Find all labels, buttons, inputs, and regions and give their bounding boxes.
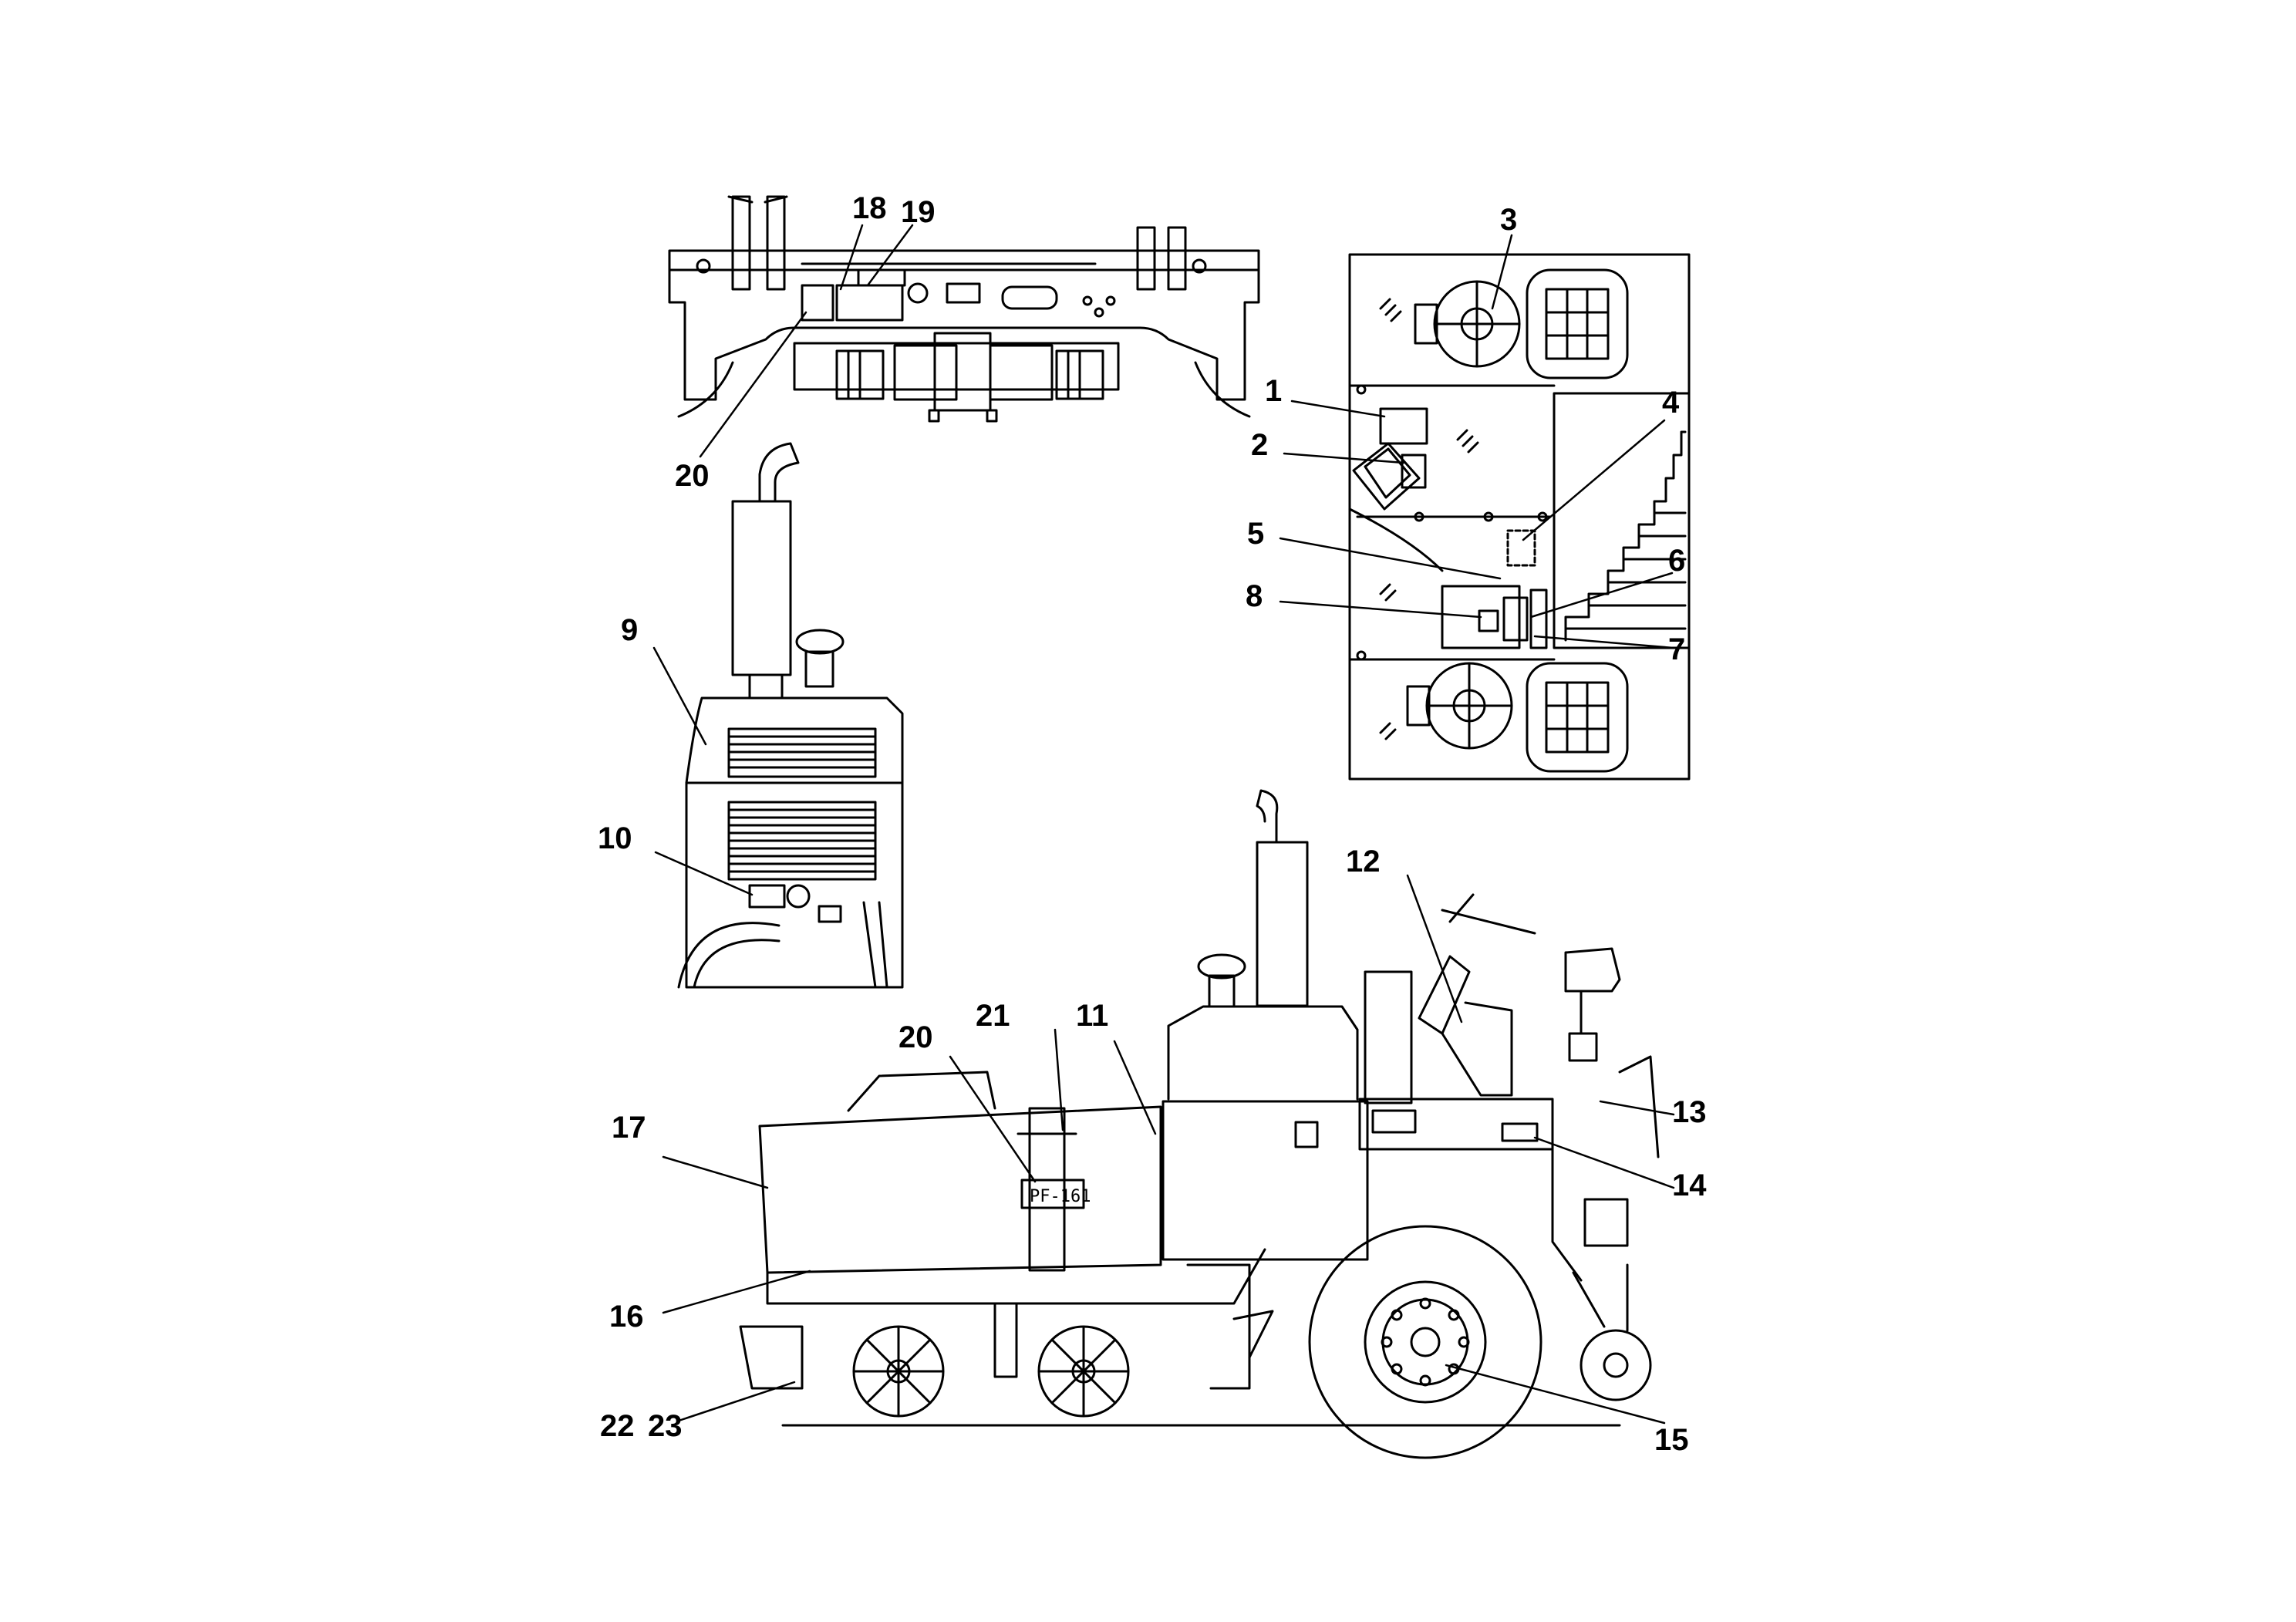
callout-6: 6 bbox=[1668, 544, 1685, 578]
callout-2: 2 bbox=[1251, 428, 1268, 462]
decal-10 bbox=[748, 884, 786, 909]
engine-side-view bbox=[677, 442, 904, 989]
decal-6 bbox=[1502, 596, 1529, 642]
rear-frame-view bbox=[668, 195, 1260, 423]
callout-3: 3 bbox=[1500, 203, 1517, 237]
decal-1 bbox=[1379, 407, 1428, 445]
callout-20-top: 20 bbox=[675, 459, 710, 493]
callout-22: 22 bbox=[600, 1409, 635, 1443]
callout-20-side: 20 bbox=[899, 1020, 933, 1054]
callout-14: 14 bbox=[1672, 1168, 1707, 1202]
model-plate-text: PF-161 bbox=[1030, 1187, 1091, 1206]
callout-21: 21 bbox=[976, 999, 1010, 1033]
model-plate bbox=[1020, 1179, 1085, 1209]
callout-11: 11 bbox=[1076, 999, 1108, 1033]
decal-4 bbox=[1506, 529, 1536, 567]
decal-14 bbox=[1501, 1122, 1539, 1142]
callout-4: 4 bbox=[1662, 386, 1680, 420]
callout-16: 16 bbox=[609, 1300, 644, 1334]
callout-23: 23 bbox=[648, 1409, 683, 1443]
callout-18: 18 bbox=[852, 191, 887, 225]
paver-side-view: PF-161 bbox=[739, 789, 1660, 1459]
operator-deck-plan-view bbox=[1348, 253, 1691, 781]
callout-7: 7 bbox=[1668, 632, 1685, 666]
callout-19: 19 bbox=[901, 195, 936, 229]
callout-labels: 18 19 20 3 1 4 2 5 6 8 7 9 10 12 11 21 2… bbox=[598, 191, 1707, 1457]
callout-8: 8 bbox=[1246, 579, 1263, 613]
callout-1: 1 bbox=[1265, 374, 1282, 408]
callout-12: 12 bbox=[1346, 845, 1381, 878]
callout-13: 13 bbox=[1672, 1095, 1707, 1129]
callout-leaders bbox=[652, 224, 1675, 1425]
decal-2 bbox=[1401, 454, 1427, 489]
callout-10: 10 bbox=[598, 821, 632, 855]
callout-17: 17 bbox=[612, 1111, 646, 1145]
callout-5: 5 bbox=[1247, 517, 1264, 551]
decal-8 bbox=[1478, 609, 1499, 632]
callout-9: 9 bbox=[621, 613, 638, 647]
callout-15: 15 bbox=[1654, 1423, 1689, 1457]
